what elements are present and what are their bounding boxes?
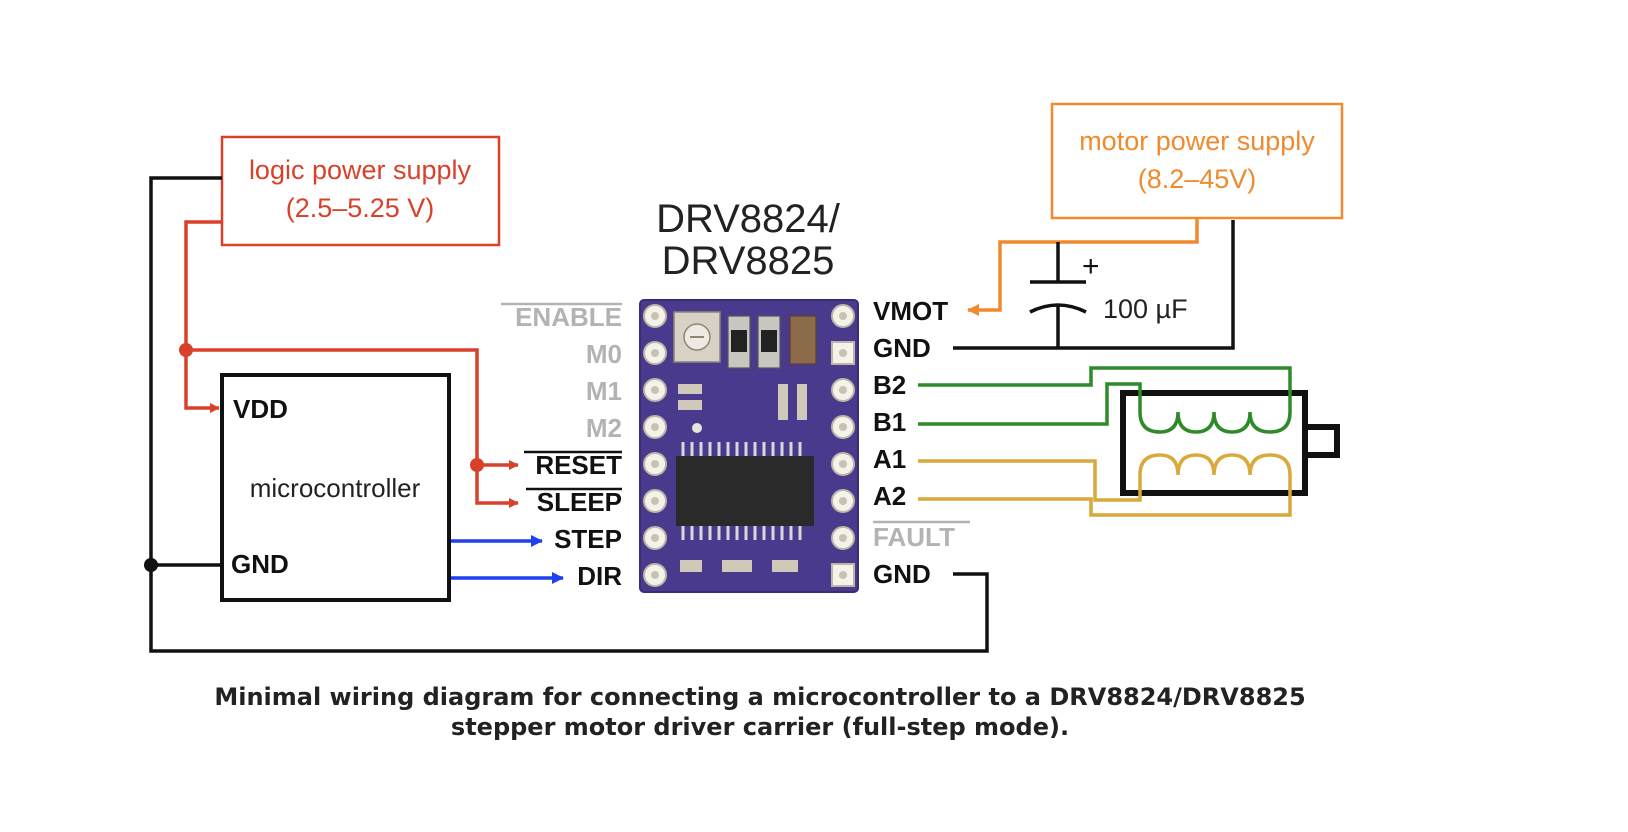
ground-junction: [144, 558, 158, 572]
logic-power-supply-box: logic power supply (2.5–5.25 V): [220, 135, 501, 247]
pin-label-enable: ENABLE: [515, 302, 622, 332]
chip-title-line1: DRV8824/: [656, 197, 841, 241]
coil-b-wires: [918, 366, 1292, 434]
ground-wires: [149, 176, 1235, 653]
capacitor-symbol: [1029, 242, 1087, 348]
logic-junction-1: [179, 343, 193, 357]
capacitor-polarity: +: [1082, 250, 1100, 283]
pin-label-gnd-logic: GND: [873, 559, 931, 589]
pin-label-b2: B2: [873, 370, 906, 400]
mcu-label: microcontroller: [250, 473, 421, 503]
pin-label-fault: FAULT: [873, 522, 955, 552]
capacitor-value: 100 µF: [1103, 294, 1188, 324]
motor-power-wire: [967, 218, 1199, 316]
pin-label-reset: RESET: [535, 450, 622, 480]
pin-label-b1: B1: [873, 407, 906, 437]
logic-supply-range: (2.5–5.25 V): [286, 193, 435, 223]
figure-caption: Minimal wiring diagram for connecting a …: [0, 682, 1520, 742]
logic-junction-2: [470, 458, 484, 472]
signal-wires: [451, 535, 564, 584]
microcontroller-box: VDD microcontroller GND: [220, 373, 451, 602]
mcu-gnd-label: GND: [231, 549, 289, 579]
mcu-vdd-label: VDD: [233, 394, 288, 424]
coil-a-wires: [918, 453, 1292, 517]
caption-line-2: stepper motor driver carrier (full-step …: [450, 713, 1070, 741]
driver-ic: [676, 456, 814, 526]
motor-shaft: [1302, 424, 1340, 458]
motor-power-supply-box: motor power supply (8.2–45V): [1050, 102, 1344, 220]
chip-title-line2: DRV8825: [662, 239, 835, 283]
motor-supply-range: (8.2–45V): [1138, 164, 1257, 194]
logic-power-wires: [184, 220, 519, 508]
capacitor-smd: [789, 315, 817, 365]
pin-label-sleep: SLEEP: [537, 487, 622, 517]
logic-supply-label: logic power supply: [249, 155, 472, 185]
driver-board: [639, 299, 859, 593]
pin-label-m1: M1: [586, 376, 622, 406]
pin-label-gnd-motor: GND: [873, 333, 931, 363]
stepper-motor: [1120, 390, 1340, 496]
motor-supply-label: motor power supply: [1079, 126, 1315, 156]
caption-line-1: Minimal wiring diagram for connecting a …: [214, 683, 1306, 711]
pin-label-m0: M0: [586, 339, 622, 369]
pin-label-a2: A2: [873, 481, 906, 511]
pin-label-vmot: VMOT: [873, 296, 948, 326]
pin-label-m2: M2: [586, 413, 622, 443]
left-header-holes: [651, 312, 659, 579]
pin-label-dir: DIR: [577, 561, 622, 591]
right-header-holes: [839, 312, 847, 579]
pin-label-a1: A1: [873, 444, 906, 474]
pin-label-step: STEP: [554, 524, 622, 554]
